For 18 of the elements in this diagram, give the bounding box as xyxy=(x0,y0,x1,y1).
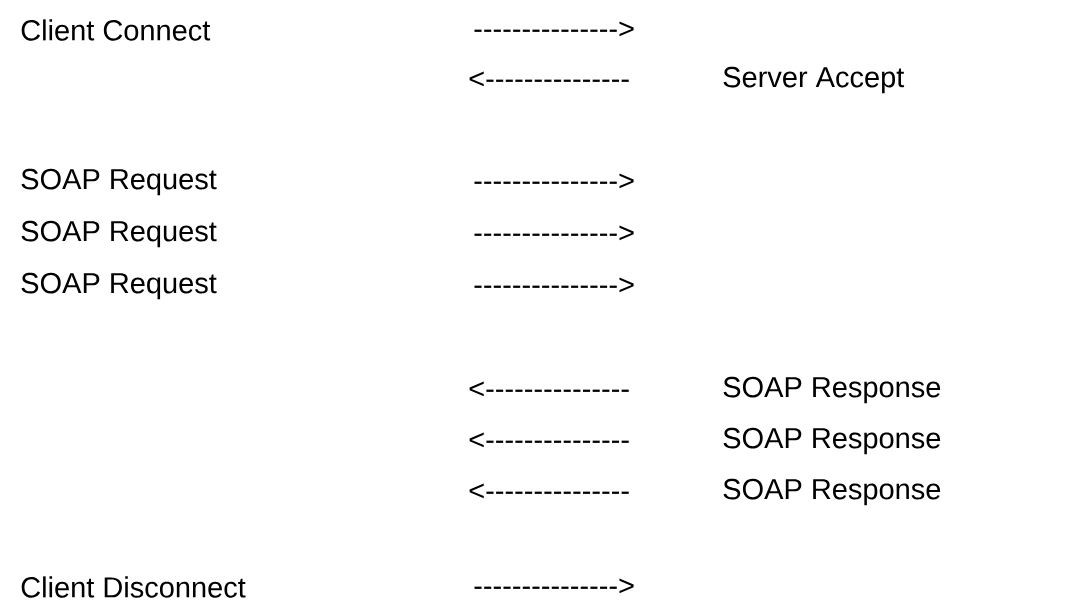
text-arrow: <--------------- xyxy=(469,483,629,499)
message-label: Client Connect xyxy=(21,19,211,41)
text-arrow: ---------------> xyxy=(474,225,634,241)
text-arrow: <--------------- xyxy=(469,432,629,448)
text-arrow: <--------------- xyxy=(469,381,629,397)
text-arrow: <--------------- xyxy=(469,71,629,87)
message-label: SOAP Response xyxy=(723,376,941,404)
message-label: Client Disconnect xyxy=(21,576,246,598)
message-label: SOAP Response xyxy=(723,478,941,506)
message-label: SOAP Response xyxy=(723,427,941,455)
text-arrow: ---------------> xyxy=(474,578,634,594)
message-label: Server Accept xyxy=(723,66,905,94)
message-label: SOAP Request xyxy=(21,272,217,300)
text-arrow: ---------------> xyxy=(474,21,634,37)
text-arrow: ---------------> xyxy=(474,173,634,189)
text-arrow: ---------------> xyxy=(474,277,634,293)
message-label: SOAP Request xyxy=(21,168,217,196)
message-label: SOAP Request xyxy=(21,220,217,248)
